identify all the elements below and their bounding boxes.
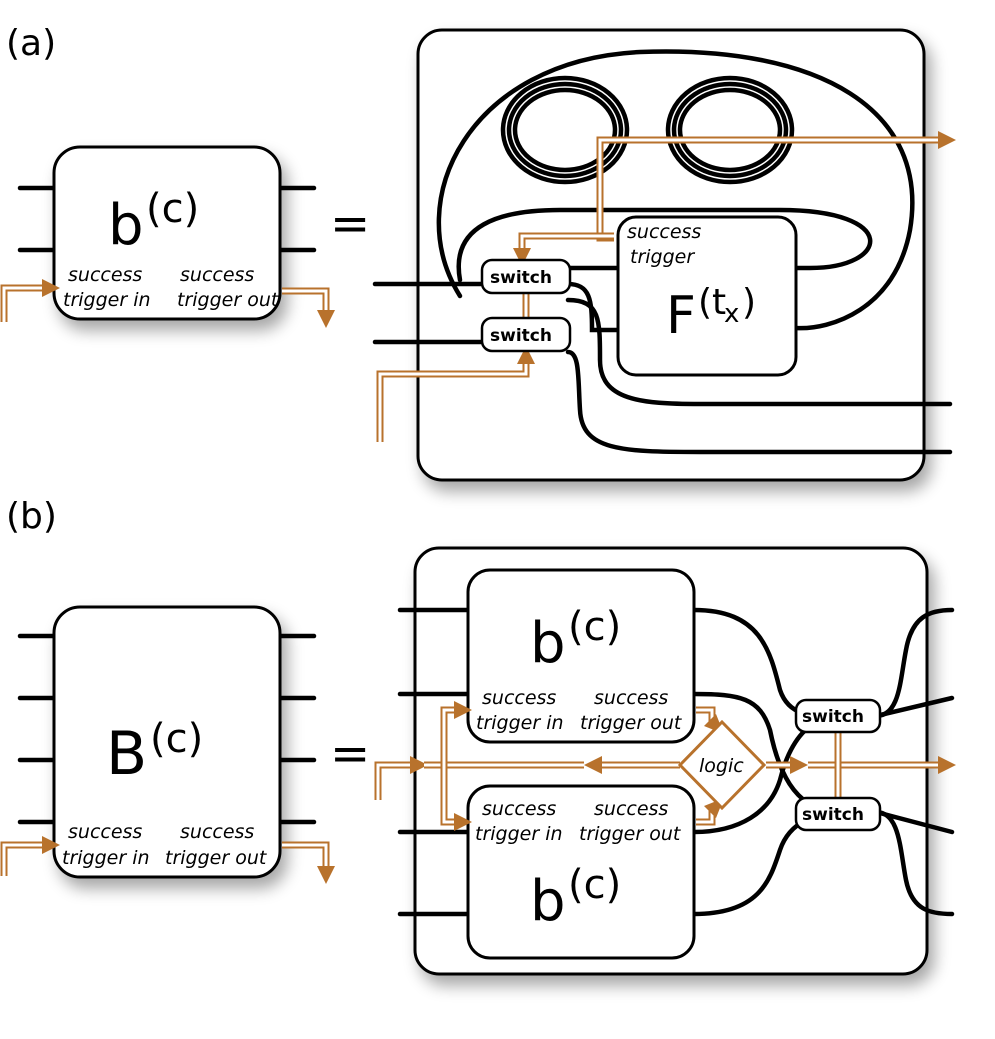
trigger-out-label: trigger out — [580, 712, 683, 734]
F-trigger-label: trigger — [630, 246, 695, 268]
panel-a-triggers — [376, 131, 956, 442]
F-superscript-close: ) — [742, 282, 756, 323]
trigger-in-label: trigger in — [62, 847, 150, 869]
trigger-out-label: success — [594, 798, 668, 820]
panel-a-equals: = — [330, 196, 370, 252]
panel-b-block-B: B (c) success trigger in success trigger… — [0, 605, 335, 884]
sub-block-symbol: b — [530, 611, 566, 676]
trigger-out-label: trigger out — [177, 289, 280, 311]
panel-b-switch-bottom: switch — [794, 796, 882, 832]
F-trigger-label: success — [627, 221, 701, 243]
block-b-superscript: (c) — [146, 186, 199, 232]
panel-b-switch-top: switch — [794, 698, 882, 734]
trigger-in-label: success — [68, 821, 142, 843]
logic-label: logic — [699, 755, 744, 777]
trigger-out-label: success — [180, 821, 254, 843]
trigger-out-label: trigger out — [165, 847, 268, 869]
panel-a-switch-top: switch — [480, 258, 572, 295]
switch-label: switch — [802, 805, 864, 825]
panel-b-triggers — [374, 701, 956, 831]
trigger-in-label: trigger in — [476, 712, 564, 734]
trigger-out-label: trigger out — [579, 823, 682, 845]
F-superscript-sub: x — [724, 299, 739, 329]
sub-block-symbol: b — [530, 869, 566, 934]
block-B-symbol: B — [106, 719, 147, 789]
trigger-in-label: success — [482, 798, 556, 820]
trigger-in-label: success — [482, 687, 556, 709]
trigger-in-label: trigger in — [475, 823, 563, 845]
trigger-in-label: trigger in — [63, 289, 151, 311]
panel-a-label: (a) — [6, 23, 56, 64]
panel-a-switch-bottom: switch — [480, 316, 572, 353]
trigger-out-label: success — [180, 264, 254, 286]
F-superscript: (t — [698, 282, 726, 323]
panel-b-logic: logic — [677, 719, 767, 811]
trigger-in-arrow — [42, 279, 60, 297]
panel-a-block-b: b (c) success trigger in success trigger… — [0, 145, 335, 328]
trigger-out-label: success — [594, 687, 668, 709]
trigger-in-label: success — [68, 264, 142, 286]
switch-label: switch — [802, 707, 864, 727]
block-B-superscript: (c) — [150, 716, 203, 762]
F-symbol: F — [666, 286, 696, 346]
panel-b-equals: = — [330, 726, 370, 782]
block-b-symbol: b — [108, 193, 144, 258]
trigger-out-arrow — [317, 310, 335, 328]
panel-b-sub-block-bottom: success trigger in success trigger out b… — [466, 784, 696, 960]
sub-block-superscript: (c) — [568, 604, 621, 650]
panel-a-F-box: success trigger F (t x ) — [616, 215, 798, 377]
switch-label: switch — [490, 326, 552, 346]
panel-b-sub-block-top: b (c) success trigger in success trigger… — [466, 568, 696, 744]
panel-b-label: (b) — [6, 496, 57, 537]
sub-block-superscript: (c) — [568, 862, 621, 908]
switch-label: switch — [490, 268, 552, 288]
panel-a-loops — [372, 49, 953, 455]
